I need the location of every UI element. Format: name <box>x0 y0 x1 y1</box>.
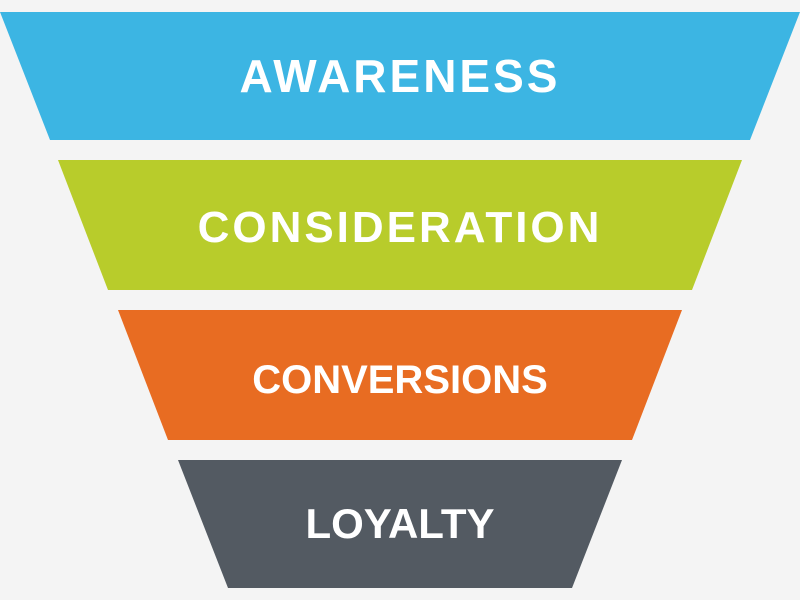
funnel-stage-conversions-shape <box>118 310 682 440</box>
funnel-stage-awareness: AWARENESS <box>0 12 800 140</box>
funnel-stage-conversions-label: CONVERSIONS <box>252 358 548 402</box>
funnel-stage-loyalty-label: LOYALTY <box>305 500 494 547</box>
funnel-stage-loyalty: LOYALTY <box>178 460 622 588</box>
funnel-stage-awareness-shape <box>0 12 800 140</box>
funnel-stage-conversions: CONVERSIONS <box>118 310 682 440</box>
funnel-stage-awareness-label: AWARENESS <box>240 50 561 102</box>
funnel-stage-consideration-shape <box>58 160 742 290</box>
funnel-stage-consideration-label: CONSIDERATION <box>198 203 603 252</box>
funnel-stage-loyalty-shape <box>178 460 622 588</box>
funnel-stage-consideration: CONSIDERATION <box>58 160 742 290</box>
